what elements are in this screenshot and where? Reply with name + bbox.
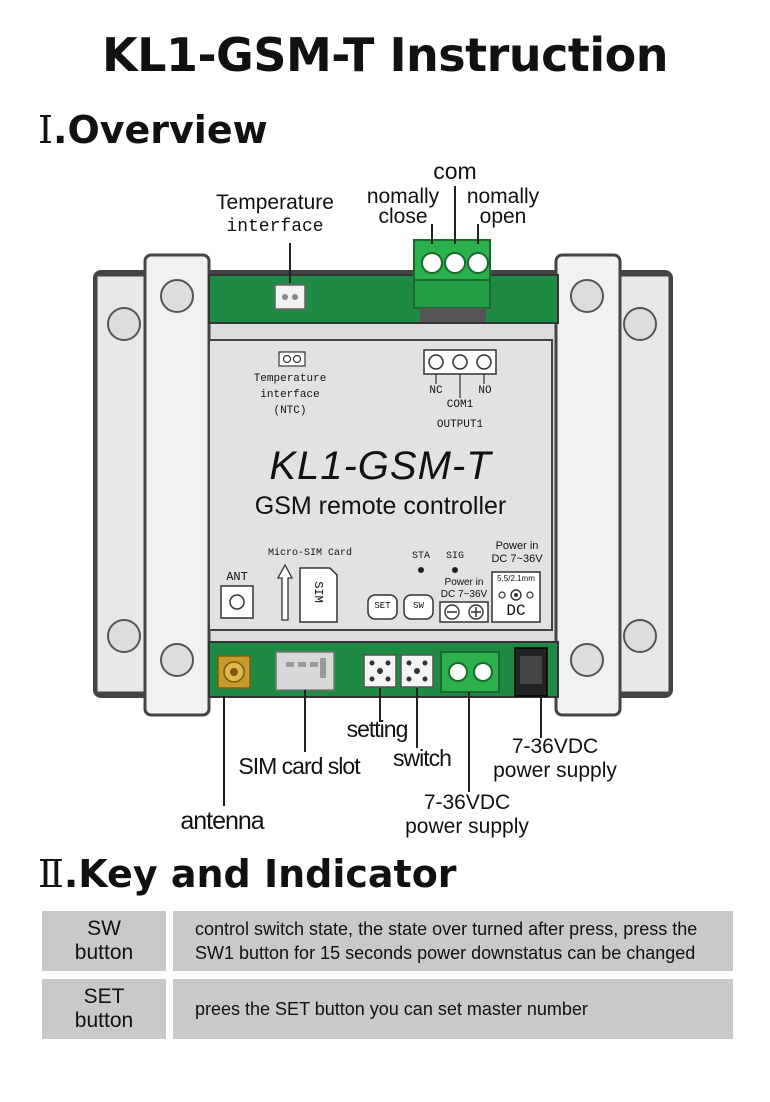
panel-temp-line1: Temperature bbox=[253, 373, 327, 385]
power-jack-callout-line2: power supply bbox=[493, 759, 617, 782]
panel-sw: SW bbox=[413, 601, 424, 611]
temperature-callout-line2: interface bbox=[226, 217, 324, 237]
device-diagram bbox=[93, 186, 673, 806]
screw-hole bbox=[570, 279, 604, 313]
no-callout-line1: nomally bbox=[466, 185, 540, 208]
key-name-line1: SET bbox=[83, 984, 125, 1008]
screw-hole bbox=[160, 279, 194, 313]
panel-set: SET bbox=[374, 601, 391, 611]
panel-temp-line3: (NTC) bbox=[273, 405, 307, 417]
nc-callout-line1: nomally bbox=[366, 185, 440, 208]
overview-numeral: Ⅰ bbox=[38, 108, 54, 152]
panel-output: OUTPUT1 bbox=[436, 419, 484, 431]
panel-sim: SIM bbox=[311, 581, 325, 603]
overview-heading: Ⅰ.Overview bbox=[38, 108, 268, 152]
screw-hole bbox=[107, 307, 141, 341]
panel-subtitle: GSM remote controller bbox=[254, 492, 507, 520]
key-indicator-numeral: Ⅱ bbox=[38, 852, 64, 896]
antenna-callout: antenna bbox=[180, 807, 264, 835]
key-desc-cell: control switch state, the state over tur… bbox=[173, 911, 733, 971]
screw-hole bbox=[623, 307, 657, 341]
power-jack-callout-line1: 7-36VDC bbox=[511, 735, 599, 758]
panel-power-in-line1: Power in bbox=[444, 577, 484, 588]
key-name-line1: SW bbox=[87, 916, 121, 940]
key-desc-line2: SW1 button for 15 seconds power downstat… bbox=[195, 943, 696, 963]
panel-jack-size: 5.5/2.1mm bbox=[497, 574, 535, 583]
key-name-line2: button bbox=[74, 941, 134, 964]
setting-callout: setting bbox=[346, 716, 409, 742]
panel-power-in2-line1: Power in bbox=[495, 540, 539, 552]
no-callout-line2: open bbox=[479, 205, 527, 228]
power-terminal-callout-line2: power supply bbox=[405, 815, 529, 838]
screw-hole bbox=[570, 643, 604, 677]
key-name-line2: button bbox=[74, 1009, 134, 1032]
panel-power-in-line2: DC 7~36V bbox=[440, 589, 488, 600]
key-desc-line1: control switch state, the state over tur… bbox=[195, 918, 698, 939]
key-desc-cell: prees the SET button you can set master … bbox=[173, 979, 733, 1039]
key-name-cell: SW button bbox=[42, 911, 166, 971]
key-desc-line1: prees the SET button you can set master … bbox=[195, 998, 588, 1019]
key-name-cell: SET button bbox=[42, 979, 166, 1039]
panel-sig: SIG bbox=[445, 551, 464, 562]
power-terminal-callout-line1: 7-36VDC bbox=[423, 791, 511, 814]
panel-ant: ANT bbox=[226, 570, 248, 584]
nc-callout-line2: close bbox=[378, 205, 428, 228]
right-rail bbox=[554, 253, 622, 717]
switch-callout: switch bbox=[393, 745, 452, 771]
temperature-connector bbox=[274, 284, 306, 310]
overview-heading-text: .Overview bbox=[53, 108, 268, 152]
screw-hole bbox=[623, 619, 657, 653]
key-indicator-heading-text: .Key and Indicator bbox=[63, 852, 457, 896]
panel-nc: NC bbox=[429, 385, 443, 397]
key-indicator-heading: Ⅱ.Key and Indicator bbox=[38, 852, 457, 896]
panel-model: KL1-GSM-T bbox=[269, 444, 492, 488]
panel-sta: STA bbox=[411, 551, 430, 562]
com-callout: com bbox=[433, 158, 477, 184]
panel-power-in2-line2: DC 7~36V bbox=[491, 553, 543, 565]
screw-hole bbox=[160, 643, 194, 677]
panel-micro-sim: Micro-SIM Card bbox=[267, 548, 352, 559]
panel-no: NO bbox=[478, 385, 492, 397]
panel-temp-line2: interface bbox=[260, 389, 320, 401]
sim-slot-callout: SIM card slot bbox=[238, 753, 360, 779]
page-title: KL1-GSM-T Instruction bbox=[102, 28, 668, 82]
temperature-callout-line1: Temperature bbox=[216, 191, 334, 214]
panel-dc: DC bbox=[506, 602, 526, 620]
pcb-top bbox=[208, 274, 559, 324]
panel-com1: COM1 bbox=[446, 399, 474, 411]
screw-hole bbox=[107, 619, 141, 653]
